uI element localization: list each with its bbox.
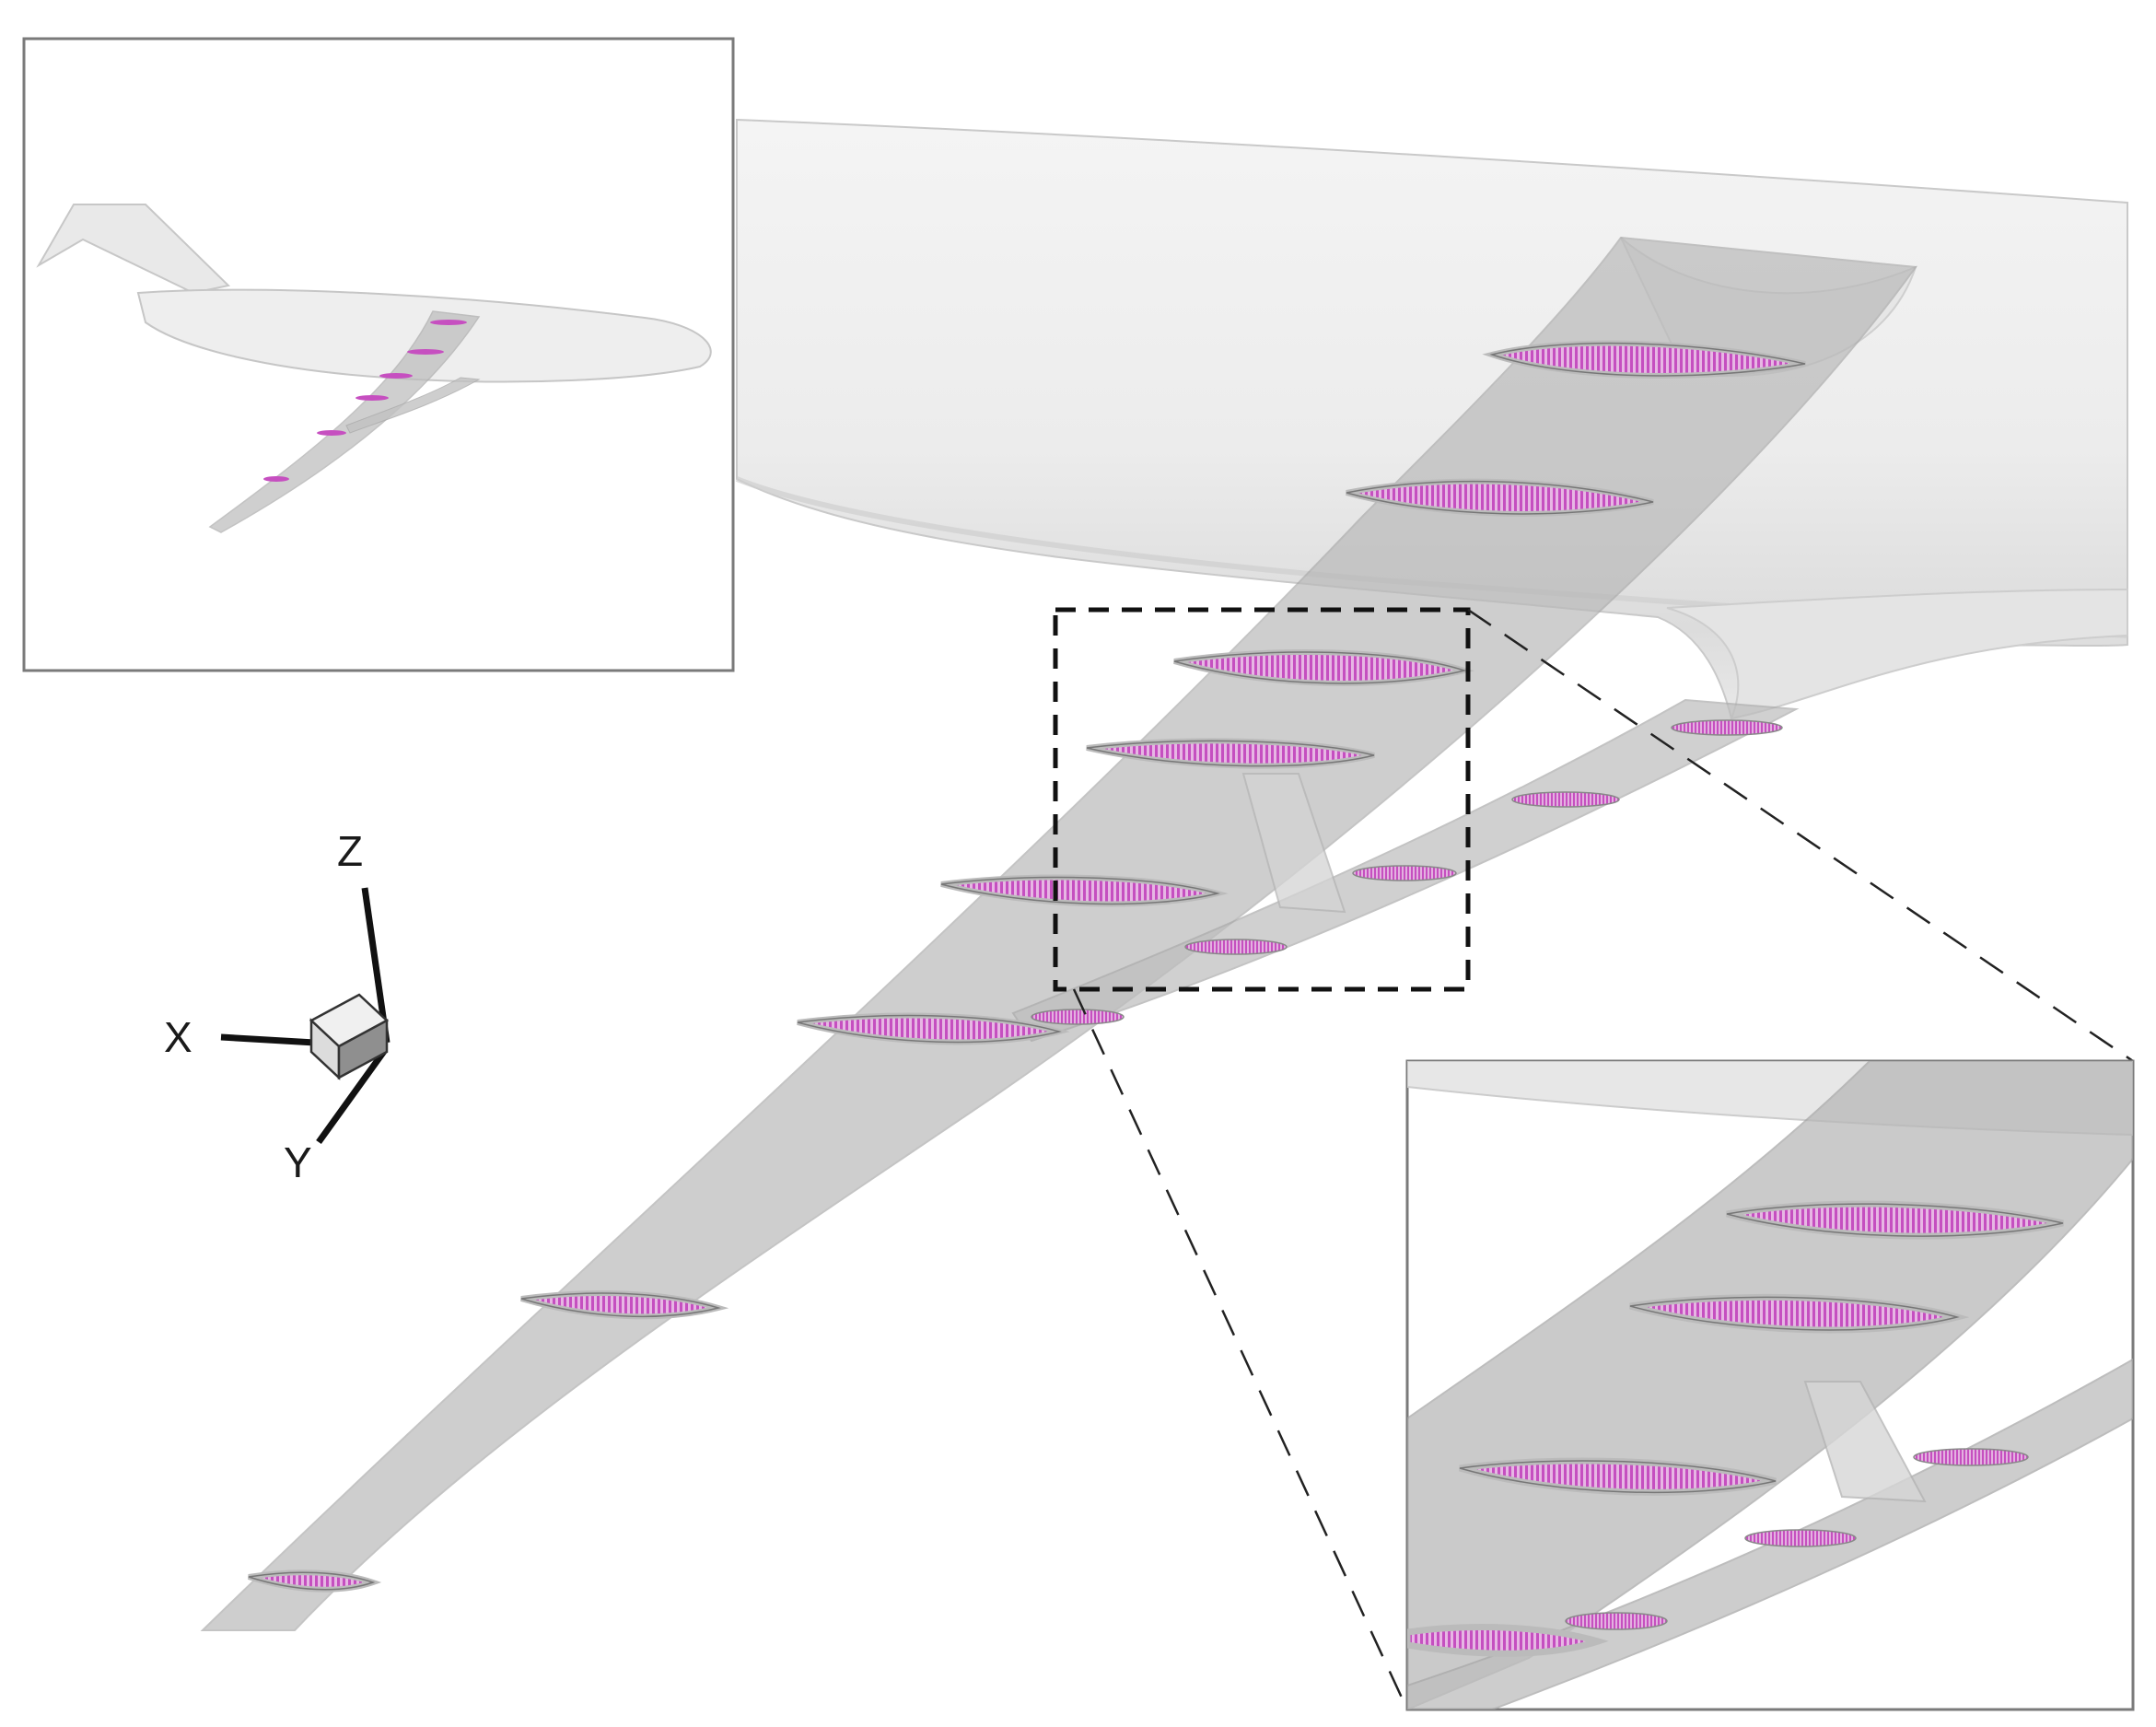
strut-section-1 bbox=[1671, 719, 1783, 736]
section-5 bbox=[940, 874, 1229, 907]
main-wing bbox=[200, 236, 1917, 1631]
wing-sections bbox=[248, 340, 1806, 1593]
strut-section-5 bbox=[1031, 1009, 1125, 1025]
overview-inset bbox=[22, 37, 735, 672]
leader-line-bottom bbox=[1072, 988, 1409, 1710]
zoom-indicator bbox=[1053, 607, 2134, 1710]
strut-sections bbox=[1031, 719, 1783, 1025]
section-4 bbox=[1086, 738, 1375, 769]
dashed-zoom-box bbox=[1053, 607, 1471, 992]
section-1 bbox=[1482, 340, 1806, 379]
strut-section-4 bbox=[1184, 939, 1288, 955]
aircraft-overview-icon bbox=[36, 204, 712, 533]
axis-label-z: Z bbox=[337, 827, 363, 875]
leader-line-top bbox=[1467, 608, 2134, 1063]
strut-section-3 bbox=[1352, 865, 1457, 881]
axis-label-x: X bbox=[164, 1013, 192, 1061]
axis-label-y: Y bbox=[284, 1138, 312, 1186]
triad-cube-icon bbox=[309, 993, 390, 1080]
section-2 bbox=[1346, 478, 1654, 517]
section-8 bbox=[248, 1569, 382, 1593]
section-7 bbox=[520, 1290, 729, 1320]
section-3 bbox=[1173, 649, 1474, 686]
axis-triad: Z X Y bbox=[164, 827, 390, 1186]
zoom-inset bbox=[1405, 1059, 2135, 1711]
wing-nacelle-detail-icon bbox=[1407, 1061, 2133, 1709]
strut-section-2 bbox=[1511, 791, 1620, 808]
section-6 bbox=[797, 1012, 1070, 1045]
